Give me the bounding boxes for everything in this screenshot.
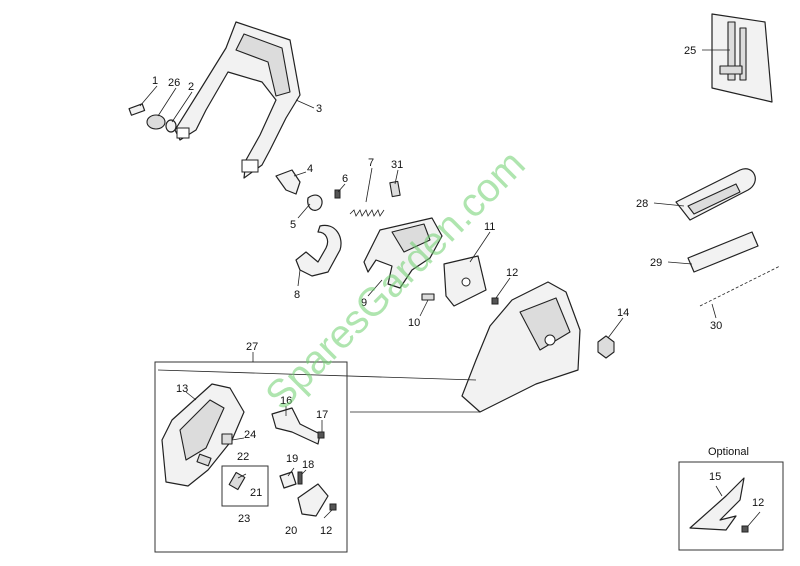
optional-label: Optional: [708, 446, 749, 458]
callout-labels: 1 26 2 3 4 5 6 7 31 8 9 10 11 12 14 25 2…: [152, 45, 764, 537]
detail-box-23: [221, 465, 269, 507]
callout-3: 3: [316, 103, 322, 115]
part-brake-lever-9: [363, 217, 443, 289]
callout-14: 14: [617, 307, 629, 319]
detail-leader-top: [157, 369, 477, 381]
callout-30: 30: [710, 320, 722, 332]
part-adjuster-16: [271, 407, 321, 445]
part-screw-21: [228, 471, 246, 491]
part-sprocket-cover: [461, 281, 581, 413]
callout-5: 5: [290, 219, 296, 231]
callout-29: 29: [650, 257, 662, 269]
callout-16: 16: [280, 395, 292, 407]
leader-lines: [139, 49, 761, 527]
part-plate-15: [689, 477, 745, 531]
callout-24: 24: [244, 429, 256, 441]
optional-box: [678, 461, 784, 551]
part-guide-bar-28: [675, 168, 756, 221]
callout-7: 7: [368, 157, 374, 169]
callout-12-top: 12: [506, 267, 518, 279]
callout-25: 25: [684, 45, 696, 57]
part-screw-17: [317, 431, 325, 439]
part-bolt-1: [128, 103, 146, 116]
part-clip-19: [279, 471, 297, 489]
part-spring-7: [349, 209, 385, 217]
callout-21: 21: [250, 487, 262, 499]
part-pin-31: [389, 180, 401, 198]
part-cover-13: [161, 383, 245, 487]
part-screw-12b: [329, 503, 337, 511]
callout-26: 26: [168, 77, 180, 89]
callout-19: 19: [286, 453, 298, 465]
callout-31: 31: [391, 159, 403, 171]
part-brake-band-8: [295, 224, 342, 277]
part-bushing-26: [146, 114, 166, 130]
callout-12-optional: 12: [752, 497, 764, 509]
part-wrench: [711, 13, 773, 103]
part-screw-18: [297, 471, 303, 485]
callout-27: 27: [246, 341, 258, 353]
part-plate-20: [297, 483, 329, 517]
callout-22: 22: [237, 451, 249, 463]
part-guide-bar-29: [687, 231, 759, 273]
part-screw-12a: [491, 297, 499, 305]
part-bracket-4: [275, 169, 301, 195]
callout-8: 8: [294, 289, 300, 301]
callout-20: 20: [285, 525, 297, 537]
callout-9: 9: [361, 297, 367, 309]
part-plate-24: [221, 433, 233, 445]
part-pin-6: [334, 189, 341, 199]
callout-12-detail: 12: [320, 525, 332, 537]
part-screw-10: [421, 293, 435, 301]
detail-box-27: [154, 361, 348, 553]
callout-1: 1: [152, 75, 158, 87]
part-pin-22: [196, 453, 212, 467]
callout-17: 17: [316, 409, 328, 421]
part-chain-30: [699, 265, 781, 307]
part-guide-plate-11: [443, 255, 487, 307]
callout-2: 2: [188, 81, 194, 93]
part-nut-14: [597, 335, 615, 359]
callout-23: 23: [238, 513, 250, 525]
part-washer-2: [165, 119, 177, 133]
callout-13: 13: [176, 383, 188, 395]
part-clip-5: [307, 194, 323, 211]
callout-6: 6: [342, 173, 348, 185]
part-screw-12c: [741, 525, 749, 533]
callout-15: 15: [709, 471, 721, 483]
part-front-handle: [174, 21, 301, 179]
callout-4: 4: [307, 163, 313, 175]
callout-11: 11: [484, 221, 495, 233]
callout-18: 18: [302, 459, 314, 471]
callout-28: 28: [636, 198, 648, 210]
callout-10: 10: [408, 317, 420, 329]
